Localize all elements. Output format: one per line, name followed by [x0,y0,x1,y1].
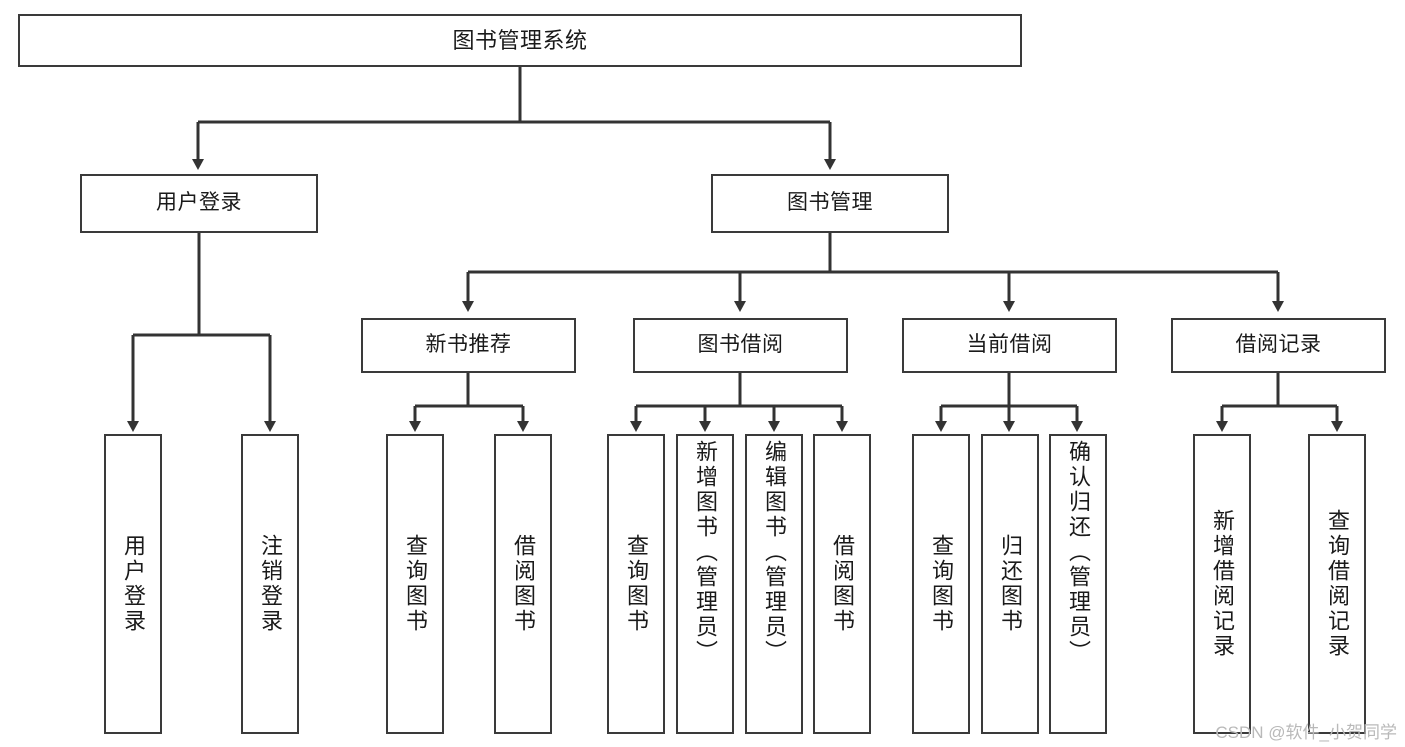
node-label: 用户登录 [156,191,242,215]
node-label: 图书管理 [787,191,873,215]
node-label: 当前借阅 [966,333,1053,357]
leaf-return-book[interactable]: 归还图书 [981,434,1039,734]
node-label: 借阅图书 [511,534,536,634]
leaf-borrow-book-1[interactable]: 借阅图书 [494,434,552,734]
node-user-login[interactable]: 用户登录 [80,174,318,233]
node-new-book-rec[interactable]: 新书推荐 [361,318,576,373]
leaf-borrow-book-2[interactable]: 借阅图书 [813,434,871,734]
node-label: 新增图书（管理员） [693,440,718,665]
leaf-user-logout[interactable]: 注销登录 [241,434,299,734]
leaf-query-book-2[interactable]: 查询图书 [607,434,665,734]
csdn-watermark: CSDN @软件_小贺同学 [1215,723,1397,742]
node-label: 图书借阅 [697,333,784,357]
node-label: 新书推荐 [425,333,512,357]
node-book-manage[interactable]: 图书管理 [711,174,949,233]
leaf-edit-book[interactable]: 编辑图书（管理员） [745,434,803,734]
node-label: 归还图书 [998,534,1023,634]
node-current-borrow[interactable]: 当前借阅 [902,318,1117,373]
leaf-user-login[interactable]: 用户登录 [104,434,162,734]
node-label: 查询借阅记录 [1325,509,1350,659]
leaf-add-book[interactable]: 新增图书（管理员） [676,434,734,734]
node-label: 注销登录 [258,534,283,634]
node-label: 用户登录 [121,534,146,634]
node-root-system[interactable]: 图书管理系统 [18,14,1022,67]
leaf-query-record[interactable]: 查询借阅记录 [1308,434,1366,734]
node-label: 编辑图书（管理员） [762,440,787,665]
node-borrow-record[interactable]: 借阅记录 [1171,318,1386,373]
leaf-query-book-1[interactable]: 查询图书 [386,434,444,734]
leaf-add-record[interactable]: 新增借阅记录 [1193,434,1251,734]
node-label: 查询图书 [929,534,954,634]
node-label: 查询图书 [624,534,649,634]
node-label: 查询图书 [403,534,428,634]
node-label: 图书管理系统 [452,27,588,53]
node-book-borrow[interactable]: 图书借阅 [633,318,848,373]
leaf-query-book-3[interactable]: 查询图书 [912,434,970,734]
leaf-confirm-return[interactable]: 确认归还（管理员） [1049,434,1107,734]
node-label: 借阅记录 [1235,333,1322,357]
node-label: 确认归还（管理员） [1066,440,1091,665]
node-label: 借阅图书 [830,534,855,634]
node-label: 新增借阅记录 [1210,509,1235,659]
